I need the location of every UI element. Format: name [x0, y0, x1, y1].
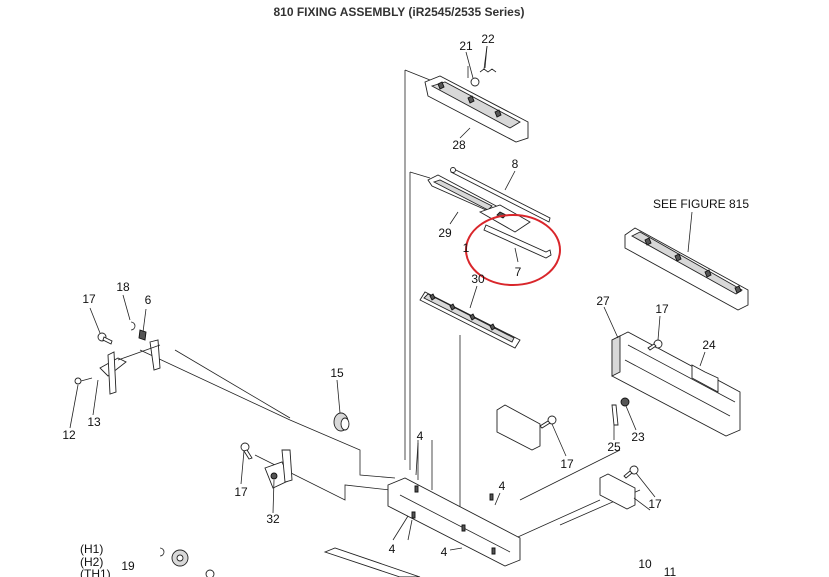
harness-label-h2: (H2): [80, 555, 103, 569]
callout-23: 23: [631, 430, 645, 444]
guide-lines: [139, 69, 641, 546]
part-28-bracket: [424, 75, 529, 143]
screw-17-lower: [240, 442, 253, 460]
leader-lines: [69, 45, 706, 551]
callout-19: 19: [121, 559, 135, 573]
highlight-circle: [465, 214, 561, 286]
callout-15: 15: [330, 366, 344, 380]
screw-17-bottom-right: [623, 465, 639, 479]
callout-1: 1: [463, 241, 470, 255]
callout-7: 7: [515, 265, 522, 279]
callout-24: 24: [702, 338, 716, 352]
part-8-rod: [450, 167, 551, 223]
part-6-spring: [138, 329, 147, 341]
harness-label-th1: (TH1): [80, 567, 111, 577]
screw-17-right: [647, 339, 663, 351]
callout-10: 10: [638, 557, 652, 571]
callout-32: 32: [266, 512, 280, 526]
part-32-lever: [264, 449, 293, 489]
callout-17-left: 17: [82, 292, 96, 306]
bottom-right-bracket: [599, 473, 636, 510]
part-29-bracket: [427, 174, 501, 215]
middle-frame: [387, 477, 521, 567]
harness-label-h1: (H1): [80, 542, 103, 556]
callout-4-bottom-left: 4: [389, 542, 396, 556]
part-24-sheet: [691, 364, 719, 393]
callout-4-top: 4: [417, 429, 424, 443]
part-18-ering: [130, 321, 136, 331]
screw-17-left: [97, 332, 113, 345]
callout-30: 30: [471, 272, 485, 286]
long-shaft: [174, 349, 291, 419]
callout-4-bottom-center: 4: [441, 545, 448, 559]
callout-17-mid: 17: [560, 457, 574, 471]
part-12-screw: [74, 377, 93, 385]
see-figure-815: SEE FIGURE 815: [653, 197, 749, 211]
diagram-title: 810 FIXING ASSEMBLY (iR2545/2535 Series): [273, 5, 524, 19]
see-figure-815-bracket: [624, 227, 749, 311]
callout-17-bottom-right: 17: [648, 497, 662, 511]
bottom-gear: [171, 549, 215, 577]
callout-4-right: 4: [499, 479, 506, 493]
callout-17-lower-left: 17: [234, 485, 248, 499]
part-21-screw: [467, 66, 480, 87]
bottom-rail: [323, 547, 421, 577]
callout-21: 21: [459, 39, 473, 53]
callout-6: 6: [145, 293, 152, 307]
part-25-pin: [611, 404, 619, 426]
callout-27: 27: [596, 294, 610, 308]
part-23-roller: [620, 397, 630, 407]
callout-29: 29: [438, 226, 452, 240]
callout-28: 28: [452, 138, 466, 152]
part-19-ering: [159, 547, 165, 557]
harness-labels: (H1) (H2) (TH1): [80, 542, 111, 577]
callout-18: 18: [116, 280, 130, 294]
screw-17-mid: [539, 415, 557, 429]
callout-22: 22: [481, 32, 495, 46]
part-7-arm: [483, 224, 552, 259]
part-30-guide: [419, 291, 521, 349]
callout-25: 25: [607, 440, 621, 454]
callout-17-right: 17: [655, 302, 669, 316]
callouts: 21 22 28 8 29 1 7 30 SEE FIGURE 815 18 1…: [62, 32, 749, 577]
part-15-gear: [333, 412, 350, 432]
callout-8: 8: [512, 157, 519, 171]
callout-13: 13: [87, 415, 101, 429]
callout-11: 11: [664, 565, 677, 577]
right-mid-bracket: [496, 404, 541, 451]
part-13-lever: [99, 339, 161, 395]
part-22-spring: [479, 45, 497, 73]
part-27-frame: [611, 331, 741, 437]
callout-12: 12: [62, 428, 76, 442]
